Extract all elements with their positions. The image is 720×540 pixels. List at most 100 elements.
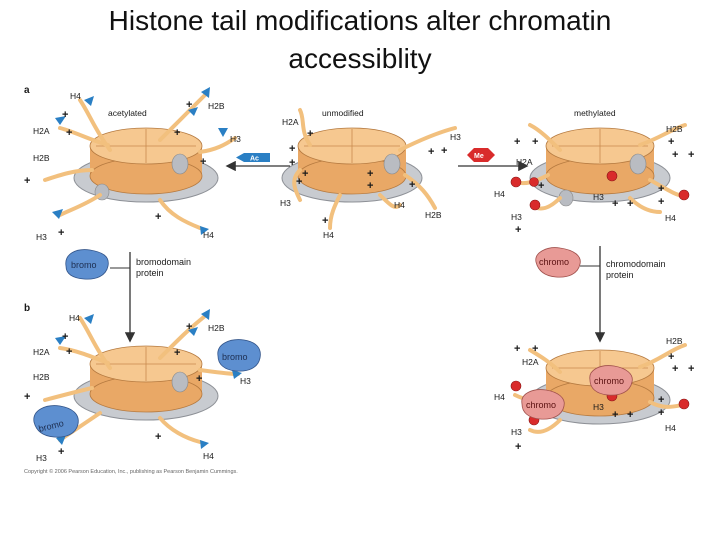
methyl-dot-icon bbox=[678, 398, 690, 410]
hist-label: H4 bbox=[665, 213, 676, 223]
tail-chromo-h2a bbox=[528, 348, 562, 374]
chromodomain-label-1: chromodomain bbox=[606, 259, 666, 269]
acetyl-flag-icon bbox=[84, 314, 94, 324]
hist-label: H2B bbox=[33, 153, 50, 163]
acetyl-flag-icon bbox=[188, 327, 198, 336]
methyl-dot-icon bbox=[678, 189, 690, 201]
svg-text:+: + bbox=[174, 127, 180, 139]
hist-label: H3 bbox=[511, 427, 522, 437]
bromodomain-protein-free: bromo bbox=[65, 249, 109, 280]
hist-label: H3 bbox=[36, 232, 47, 242]
methyl-dot-icon bbox=[529, 199, 541, 211]
hist-label: H3 bbox=[36, 453, 47, 463]
svg-text:+: + bbox=[367, 168, 373, 180]
hist-label: H4 bbox=[494, 392, 505, 402]
hist-label: H2A bbox=[33, 126, 50, 136]
svg-text:+: + bbox=[174, 347, 180, 359]
svg-text:+: + bbox=[658, 196, 664, 208]
hist-label: H4 bbox=[203, 230, 214, 240]
hist-label: H2B bbox=[208, 101, 225, 111]
hist-label: H2B bbox=[666, 336, 683, 346]
svg-text:+: + bbox=[196, 373, 202, 385]
acetyl-flag-icon bbox=[84, 96, 94, 106]
svg-text:+: + bbox=[658, 394, 664, 406]
svg-text:+: + bbox=[612, 409, 618, 421]
hist-label: H3 bbox=[280, 198, 291, 208]
bromo-label: bromo bbox=[71, 260, 97, 270]
hist-label: H2B bbox=[208, 323, 225, 333]
svg-text:+: + bbox=[58, 227, 64, 239]
hist-label: H2B bbox=[33, 372, 50, 382]
hist-label: H3 bbox=[593, 192, 604, 202]
svg-text:+: + bbox=[62, 109, 68, 121]
svg-text:+: + bbox=[322, 215, 328, 227]
tail-chromo-h3 bbox=[528, 418, 562, 434]
svg-text:+: + bbox=[302, 168, 308, 180]
acetyl-flag-icon bbox=[232, 370, 242, 379]
hist-label: H4 bbox=[665, 423, 676, 433]
acetyl-flag-icon bbox=[201, 309, 210, 320]
chromo-label: chromo bbox=[526, 400, 556, 410]
bromo-label: bromo bbox=[222, 352, 248, 362]
state-label-methylated: methylated bbox=[574, 108, 616, 118]
svg-text:+: + bbox=[668, 351, 674, 363]
acetyl-flag-icon bbox=[55, 116, 66, 125]
tail-unmod-h4 bbox=[328, 193, 342, 230]
panel-label-a: a bbox=[24, 85, 30, 96]
bromo-bound-left: bromo bbox=[33, 405, 79, 438]
methyl-dot-icon bbox=[510, 176, 522, 188]
me-tag: Me bbox=[467, 148, 495, 162]
tail-meth-h2a bbox=[528, 123, 562, 152]
svg-text:+: + bbox=[186, 321, 192, 333]
tail-acet-h2a bbox=[58, 126, 110, 147]
bromodomain-label-2: protein bbox=[136, 268, 164, 278]
tail-bromo-h2b-left bbox=[43, 386, 94, 402]
tail-unmod-h3-low bbox=[292, 168, 302, 202]
svg-text:+: + bbox=[24, 391, 30, 403]
tail-acet-h3-right bbox=[198, 136, 237, 154]
hist-label: H4 bbox=[70, 91, 81, 101]
chromo-label: chromo bbox=[539, 257, 569, 267]
bromo-bound-right: bromo bbox=[217, 339, 261, 372]
svg-text:+: + bbox=[515, 441, 521, 453]
tail-bromo-h2b-top bbox=[158, 314, 207, 360]
svg-text:+: + bbox=[672, 149, 678, 161]
svg-text:+: + bbox=[307, 128, 313, 140]
hist-label: H3 bbox=[450, 132, 461, 142]
svg-text:+: + bbox=[538, 180, 544, 192]
nucleosome-unmodified bbox=[281, 127, 423, 203]
svg-text:+: + bbox=[658, 407, 664, 419]
svg-text:+: + bbox=[62, 331, 68, 343]
hist-label: H2A bbox=[282, 117, 299, 127]
hist-label: H2B bbox=[425, 210, 442, 220]
svg-text:+: + bbox=[532, 343, 538, 355]
hist-label: H3 bbox=[230, 134, 241, 144]
svg-text:+: + bbox=[367, 180, 373, 192]
tail-meth-h4-low bbox=[628, 196, 662, 214]
acetyl-flag-icon bbox=[200, 440, 209, 449]
chromo-bound-top: chromo bbox=[589, 365, 633, 396]
tail-acet-h4-low bbox=[158, 198, 202, 230]
svg-text:+: + bbox=[155, 431, 161, 443]
tail-meth-h2b bbox=[638, 123, 687, 147]
histone-labels: H4 H2B H2A H3 H2B H3 H4 H2A H3 H3 H4 H2B… bbox=[33, 91, 683, 463]
tail-bromo-h2a bbox=[58, 346, 110, 365]
panel-label-b: b bbox=[24, 303, 30, 314]
acetyl-flag-icon bbox=[55, 336, 66, 345]
hist-label: H2A bbox=[522, 357, 539, 367]
tail-acet-h3-low bbox=[58, 193, 102, 217]
tail-acet-h2b-top bbox=[158, 93, 207, 142]
tail-chromo-h2b bbox=[638, 343, 687, 369]
copyright-notice: Copyright © 2006 Pearson Education, Inc.… bbox=[24, 468, 238, 475]
svg-text:+: + bbox=[200, 156, 206, 168]
svg-text:+: + bbox=[296, 176, 302, 188]
svg-text:+: + bbox=[441, 145, 447, 157]
acetyl-flag-icon bbox=[218, 128, 228, 137]
svg-text:+: + bbox=[658, 183, 664, 195]
svg-text:+: + bbox=[66, 127, 72, 139]
svg-text:+: + bbox=[155, 211, 161, 223]
hist-label: H2A bbox=[33, 347, 50, 357]
methyl-dot-icon bbox=[510, 380, 522, 392]
hist-label: H4 bbox=[394, 200, 405, 210]
